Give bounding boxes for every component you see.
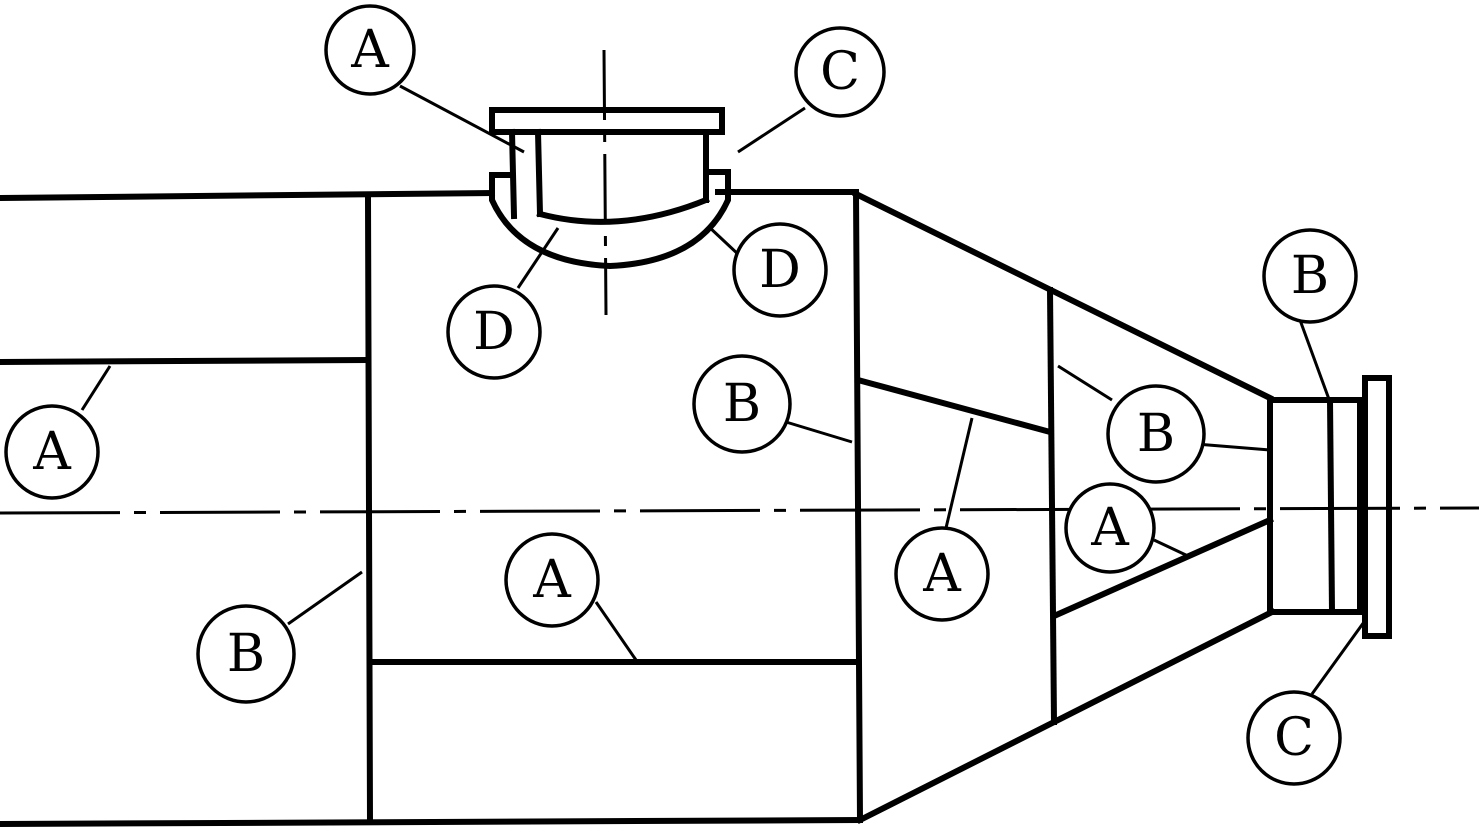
svg-text:B: B [1137, 404, 1175, 464]
svg-text:A: A [922, 544, 962, 604]
top-nozzle-centerline [602, 49, 608, 316]
callout-b-small-cone: B [1106, 384, 1206, 484]
callout-a-small-cone: A [1064, 482, 1156, 574]
right-nozzle [1267, 375, 1392, 639]
callout-b-right-nozzle: B [1262, 228, 1358, 324]
callout-a-left-shell: A [4, 404, 100, 500]
callout-c-right-flange: C [1246, 690, 1342, 786]
callout-d-left-pad: D [446, 284, 542, 380]
svg-text:B: B [227, 624, 265, 684]
vessel-shell [0, 188, 864, 828]
callout-a-top-nozzle: A [324, 4, 416, 96]
horizontal-centerline [0, 506, 1479, 515]
top-nozzle [489, 107, 731, 270]
svg-text:B: B [1291, 246, 1329, 306]
svg-text:D: D [473, 302, 515, 362]
svg-text:C: C [1274, 708, 1314, 768]
svg-text:A: A [350, 20, 390, 80]
callout-a-cone-seam: A [894, 526, 990, 622]
callout-b-cone-seam: B [692, 354, 792, 454]
leader-lines [80, 84, 1366, 695]
svg-text:B: B [723, 374, 761, 434]
callout-c-top-flange: C [794, 26, 886, 118]
svg-text:C: C [820, 42, 860, 102]
svg-text:D: D [759, 240, 801, 300]
large-cone [851, 189, 1277, 825]
svg-text:A: A [532, 550, 572, 610]
svg-text:A: A [32, 422, 72, 482]
svg-text:A: A [1090, 498, 1130, 558]
callout-b-left-seam: B [196, 604, 296, 704]
callout-d-right-pad: D [732, 222, 828, 318]
callout-a-middle-shell: A [504, 532, 600, 628]
